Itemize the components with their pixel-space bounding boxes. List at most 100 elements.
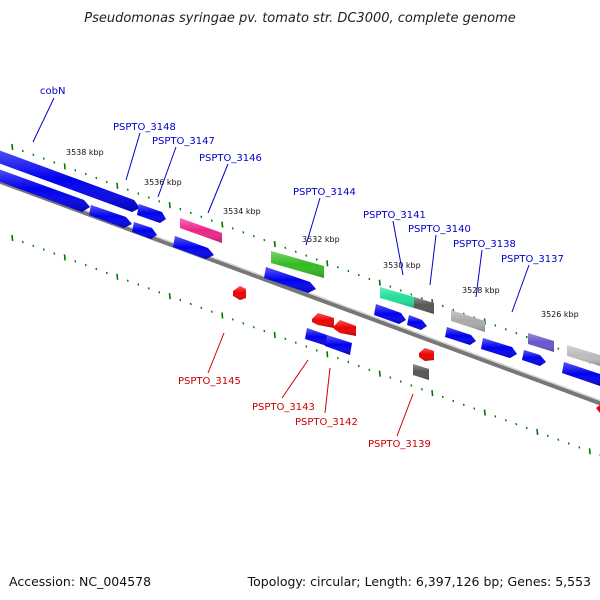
gene-arrow[interactable] [374, 304, 406, 324]
gene-label-pspto-3148[interactable]: PSPTO_3148 [113, 122, 176, 133]
minor-tick [368, 368, 371, 372]
gene-pspto-3138-box[interactable] [451, 310, 485, 332]
minor-tick [420, 297, 423, 300]
gene-pspto-3143-arrow[interactable] [312, 313, 334, 328]
gene-arrow[interactable] [305, 328, 327, 346]
minor-tick [53, 161, 56, 164]
minor-tick [504, 419, 507, 422]
gene-cobn-arrow[interactable] [0, 147, 140, 212]
minor-tick [284, 246, 287, 250]
major-tick [273, 240, 276, 248]
gene-arrow[interactable] [481, 338, 517, 358]
gene-pspto-3144-box[interactable] [271, 251, 324, 278]
gene-pspto-3148-arrow[interactable] [89, 205, 132, 228]
minor-tick [242, 322, 245, 325]
gene-label-pspto-3142[interactable]: PSPTO_3142 [295, 417, 358, 428]
major-tick [378, 370, 381, 377]
minor-tick [441, 395, 444, 399]
gene-label-pspto-3139[interactable]: PSPTO_3139 [368, 439, 431, 450]
minor-tick [126, 188, 129, 191]
gene-arrow[interactable] [325, 335, 352, 355]
major-tick [326, 260, 329, 267]
gene-pspto-3139-box[interactable] [413, 364, 429, 380]
gene-pspto-3146-box[interactable] [180, 218, 222, 243]
major-tick [378, 279, 381, 286]
major-tick [63, 163, 66, 170]
minor-tick [21, 149, 24, 153]
minor-tick [53, 252, 56, 255]
gene-label-pspto-3145[interactable]: PSPTO_3145 [178, 376, 241, 387]
gene-label-pspto-3144[interactable]: PSPTO_3144 [293, 187, 356, 198]
gene-label-cobn[interactable]: cobN [40, 86, 65, 97]
minor-tick [315, 258, 318, 261]
minor-tick [263, 329, 266, 333]
forward-gene-labels: cobN PSPTO_3148 PSPTO_3147 PSPTO_3146 PS… [40, 86, 564, 265]
gene-arrow[interactable] [132, 222, 157, 239]
reverse-leader-lines [207, 332, 414, 437]
minor-tick [410, 293, 413, 296]
minor-tick [42, 248, 45, 251]
minor-tick [368, 277, 371, 281]
minor-tick [525, 335, 528, 339]
minor-tick [263, 238, 266, 242]
minor-tick [189, 302, 192, 306]
minor-tick [546, 434, 549, 438]
minor-tick [231, 318, 234, 321]
gene-label-pspto-3137[interactable]: PSPTO_3137 [501, 254, 564, 265]
gene-pspto-3145-arrow[interactable] [233, 286, 246, 300]
minor-tick [158, 200, 161, 203]
minor-tick [410, 384, 413, 387]
minor-tick [42, 157, 45, 160]
major-tick [116, 273, 119, 280]
minor-tick [200, 215, 203, 219]
minor-tick [32, 153, 35, 157]
minor-tick [95, 176, 98, 180]
genome-summary-text: Topology: circular; Length: 6,397,126 bp… [247, 574, 591, 589]
minor-tick [200, 306, 203, 310]
minor-tick [441, 304, 444, 308]
minor-tick [231, 227, 234, 230]
gene-arrow[interactable] [407, 315, 427, 330]
minor-tick [336, 356, 339, 360]
gene-red-edge[interactable] [596, 405, 600, 413]
gene-pspto-3137-box[interactable] [528, 333, 554, 352]
gene-pspto-3147-arrow[interactable] [137, 204, 166, 223]
gene-label-pspto-3140[interactable]: PSPTO_3140 [408, 224, 471, 235]
minor-tick [504, 328, 507, 331]
kbp-label: 3528 kbp [462, 286, 500, 295]
minor-tick [189, 211, 192, 215]
minor-tick [389, 376, 392, 379]
gene-label-pspto-3143[interactable]: PSPTO_3143 [252, 402, 315, 413]
gene-arrow[interactable] [264, 267, 316, 293]
minor-tick [336, 265, 339, 269]
major-tick [431, 390, 434, 397]
minor-tick [74, 260, 77, 263]
gene-pspto-3142-arrow[interactable] [334, 320, 356, 336]
gene-label-pspto-3147[interactable]: PSPTO_3147 [152, 136, 215, 147]
gene-arrow[interactable] [562, 362, 600, 386]
gene-arrow[interactable] [0, 166, 90, 212]
gene-arrow[interactable] [445, 327, 476, 345]
minor-tick [252, 234, 255, 238]
gene-feature-gray-box[interactable] [567, 345, 600, 366]
minor-tick [357, 364, 360, 368]
gene-arrow[interactable] [173, 236, 214, 259]
minor-tick [179, 207, 182, 211]
gene-label-pspto-3141[interactable]: PSPTO_3141 [363, 210, 426, 221]
gene-arrow[interactable] [522, 350, 546, 366]
minor-tick [399, 380, 402, 383]
minor-tick [305, 345, 308, 348]
major-tick [168, 293, 171, 300]
minor-tick [315, 349, 318, 352]
gene-pspto-3141-box[interactable] [380, 287, 414, 308]
gene-label-pspto-3138[interactable]: PSPTO_3138 [453, 239, 516, 250]
gene-pspto-3139-arrow[interactable] [419, 348, 434, 361]
gene-label-pspto-3146[interactable]: PSPTO_3146 [199, 153, 262, 164]
reverse-gene-arrows [233, 286, 600, 413]
major-tick [168, 202, 171, 209]
forward-leader-lines [32, 97, 530, 313]
minor-tick [294, 341, 297, 344]
minor-tick [347, 360, 350, 364]
gene-pspto-3140-box[interactable] [414, 297, 434, 314]
